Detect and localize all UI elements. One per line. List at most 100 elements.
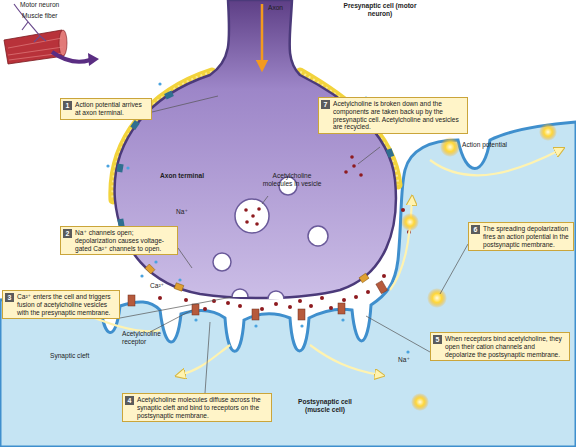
callout-text: Action potential arrives at axon termina…: [75, 101, 148, 117]
callout-number: 4: [125, 396, 134, 405]
callout-number: 5: [433, 335, 442, 344]
callout-text: Acetylcholine molecules diffuse across t…: [137, 396, 268, 419]
leader-line: [440, 244, 468, 294]
vesicle: [308, 226, 328, 246]
part-label: Synaptic cleft: [50, 352, 110, 360]
receptor: [298, 309, 305, 320]
acetylcholine: [329, 306, 333, 310]
callout-text: Na⁺ channels open; depolarization causes…: [75, 229, 174, 252]
acetylcholine: [251, 214, 255, 218]
callout-number: 2: [63, 229, 72, 238]
acetylcholine: [382, 274, 386, 278]
inset-label: Muscle fiber: [22, 12, 82, 20]
sodium-ion: [406, 350, 409, 353]
acetylcholine: [255, 222, 259, 226]
action-potential-burst: [539, 123, 557, 141]
part-label: Acetylcholine molecules in vesicle: [262, 172, 322, 187]
ion-label: Ca²⁺: [150, 282, 170, 290]
receptor: [376, 281, 388, 294]
acetylcholine-molecules: [158, 155, 411, 311]
callout-box: 4Acetylcholine molecules diffuse across …: [122, 393, 272, 422]
action-potential-burst: [411, 393, 429, 411]
acetylcholine-fragment: [359, 173, 363, 177]
acetylcholine: [257, 207, 261, 211]
callout-box: 2Na⁺ channels open; depolarization cause…: [60, 226, 178, 255]
acetylcholine: [288, 305, 292, 309]
callout-box: 7Acetylcholine is broken down and the co…: [318, 97, 468, 134]
muscle-inset: [4, 4, 99, 66]
leader-line: [178, 248, 192, 268]
receptor: [338, 303, 345, 314]
inset-label: Motor neuron: [20, 1, 80, 9]
sodium-ion: [126, 166, 129, 169]
action-potential-bursts: [65, 123, 557, 411]
acetylcholine: [184, 298, 188, 302]
acetylcholine: [309, 304, 313, 308]
acetylcholine-fragment: [401, 208, 405, 212]
fusing-vesicle: [232, 289, 248, 297]
action-potential-arrow: [261, 4, 264, 66]
callout-number: 3: [5, 293, 14, 302]
sodium-channel: [116, 164, 123, 173]
acetylcholine: [203, 307, 207, 311]
sodium-channel: [386, 148, 394, 158]
acetylcholine: [212, 299, 216, 303]
part-label: Action potential: [462, 141, 522, 149]
acetylcholine: [298, 299, 302, 303]
calcium-ion: [178, 278, 181, 281]
receptor: [128, 295, 135, 306]
receptor: [192, 304, 199, 315]
callout-box: 1Action potential arrives at axon termin…: [60, 98, 152, 120]
calcium-channel: [359, 273, 369, 283]
acetylcholine: [226, 301, 230, 305]
acetylcholine: [366, 290, 370, 294]
sodium-channel: [164, 91, 174, 100]
muscle-fiber-bundle: [4, 30, 64, 64]
leader-line: [150, 310, 192, 332]
acetylcholine: [158, 296, 162, 300]
fusing-vesicle: [268, 291, 284, 299]
callout-box: 3Ca²⁺ enters the cell and triggers fusio…: [2, 290, 120, 319]
calcium-ion: [140, 274, 143, 277]
sodium-channel: [130, 120, 140, 130]
acetylcholine-fragment: [344, 170, 348, 174]
sodium-ion: [341, 318, 344, 321]
callout-number: 1: [63, 101, 72, 110]
ion-label: Na⁺: [176, 208, 196, 216]
action-potential-burst: [427, 288, 447, 308]
leader-line: [152, 96, 218, 112]
acetylcholine: [244, 208, 248, 212]
acetylcholine: [245, 220, 249, 224]
motor-neuron-branch: [14, 4, 46, 42]
acetylcholine: [274, 302, 278, 306]
ion-label: Na⁺: [398, 356, 418, 364]
zoom-arrow: [52, 52, 90, 62]
callout-number: 7: [321, 100, 330, 109]
calcium-channel: [145, 264, 155, 274]
sodium-ion: [194, 318, 197, 321]
acetylcholine: [260, 307, 264, 311]
sodium-ion: [106, 164, 109, 167]
receptor: [252, 309, 259, 320]
callout-text: When receptors bind acetylcholine, they …: [445, 335, 566, 358]
leader-line: [120, 297, 232, 318]
cell-label: Presynaptic cell (motor neuron): [340, 2, 420, 17]
acetylcholine: [320, 296, 324, 300]
part-label: Axon: [268, 4, 298, 12]
zoom-arrow-head: [88, 53, 99, 66]
acetylcholine-fragment: [350, 155, 354, 159]
leader-line: [205, 322, 210, 393]
leader-line: [262, 196, 268, 204]
acetylcholine: [238, 304, 242, 308]
sodium-ion: [300, 324, 303, 327]
calcium-ion: [154, 260, 157, 263]
vesicle: [213, 253, 231, 271]
callout-number: 6: [471, 225, 480, 234]
muscle-fiber-end: [59, 30, 67, 56]
sodium-ion: [158, 82, 161, 85]
callout-box: 6The spreading depolarization fires an a…: [468, 222, 574, 251]
spread-arrow: [180, 345, 230, 375]
callout-text: Acetylcholine is broken down and the com…: [333, 100, 464, 131]
cell-label: Postsynaptic cell (muscle cell): [285, 398, 365, 413]
part-label: Acetylcholine receptor: [122, 330, 172, 345]
